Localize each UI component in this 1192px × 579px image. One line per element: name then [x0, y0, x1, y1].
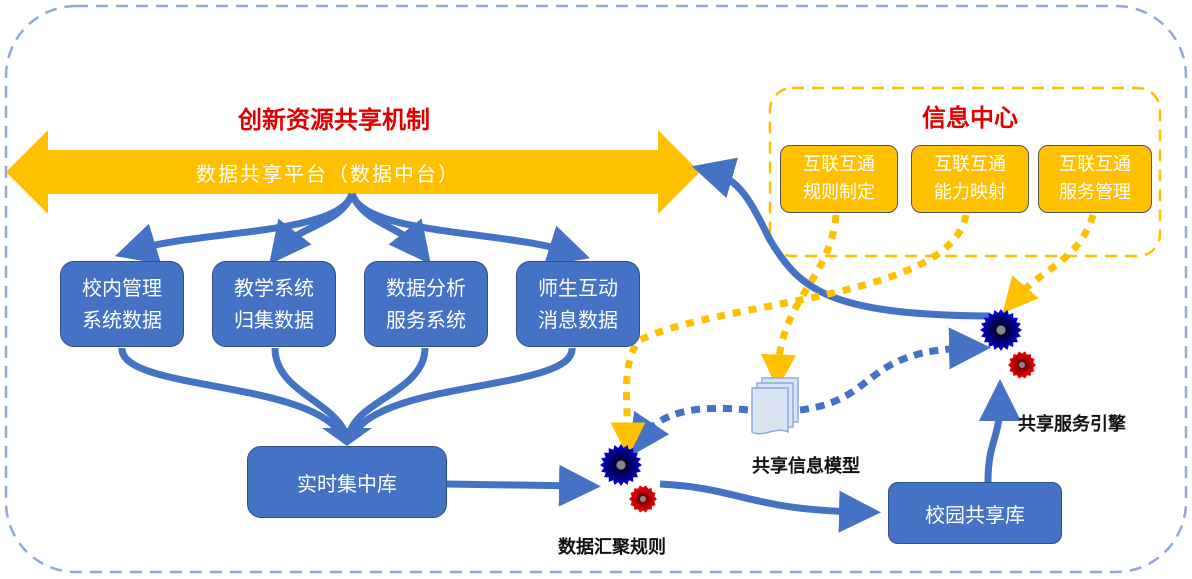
source-box: 校内管理系统数据 [60, 261, 184, 347]
documents-icon [751, 377, 799, 435]
gear-hub [1018, 361, 1026, 369]
arrow-db-to-rule [445, 464, 601, 507]
source-box: 数据分析服务系统 [364, 261, 488, 347]
merge-arrowhead [322, 428, 372, 446]
gear-hub [639, 495, 647, 503]
outer-border [4, 4, 1188, 574]
source-box: 教学系统归集数据 [212, 261, 336, 347]
merge-arrows [118, 347, 576, 435]
platform-double-arrow [6, 130, 700, 214]
gears-icon [980, 309, 1036, 379]
aggregation-rule-label: 数据汇聚规则 [558, 537, 666, 558]
info-model-label: 共享信息模型 [752, 456, 860, 477]
model-links [628, 327, 991, 458]
arrow-engine-to-platform [691, 157, 991, 320]
platform-label: 数据共享平台（数据中台） [196, 162, 460, 186]
info-center-border [768, 86, 1162, 258]
platform-branches [114, 192, 591, 266]
info-center-item: 互联互通服务管理 [1038, 145, 1152, 213]
service-engine-label: 共享服务引擎 [1018, 414, 1126, 435]
source-box: 师生互动消息数据 [516, 261, 640, 347]
info-center-item: 互联互通规则制定 [780, 145, 898, 213]
info-center-title: 信息中心 [922, 103, 1018, 132]
gears-icon [600, 444, 657, 513]
gear-hub [616, 460, 626, 470]
arrow-rule-to-campus [659, 480, 881, 533]
info-center-links [610, 213, 1097, 458]
gear-hub [996, 325, 1006, 335]
info-center-item: 互联互通能力映射 [911, 145, 1029, 213]
campus-db-box: 校园共享库 [888, 482, 1062, 544]
central-db-box: 实时集中库 [247, 446, 447, 518]
arrow-campus-to-engine [978, 379, 1021, 483]
mechanism-title: 创新资源共享机制 [238, 105, 430, 134]
